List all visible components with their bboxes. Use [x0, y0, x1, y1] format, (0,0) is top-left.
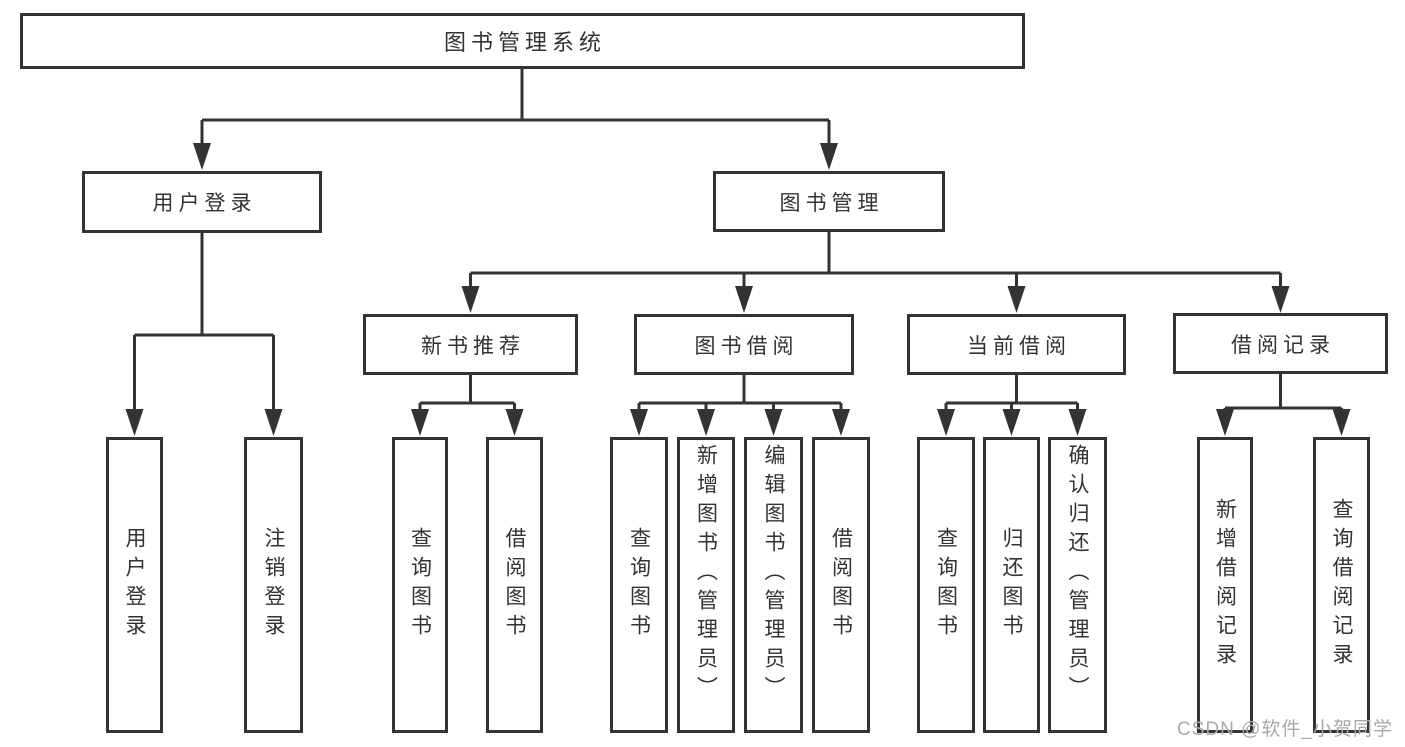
- leaf-borrow-borrow-books: 借阅图书: [812, 437, 870, 733]
- leaf-label: 编辑图书（管理员）: [762, 444, 785, 705]
- leaf-borrow-add-books-admin: 新增图书（管理员）: [677, 437, 735, 733]
- leaf-label: 查询图书: [934, 527, 958, 643]
- leaf-borrow-edit-books-admin: 编辑图书（管理员）: [744, 437, 803, 733]
- node-book-management: 图书管理: [713, 171, 945, 232]
- leaf-newrec-borrow-books: 借阅图书: [486, 437, 543, 733]
- arrowhead-icons: [125, 143, 1351, 436]
- node-root-system: 图书管理系统: [20, 13, 1025, 69]
- leaf-records-query-record: 查询借阅记录: [1313, 437, 1370, 733]
- csdn-watermark: CSDN @软件_小贺同学: [1177, 719, 1393, 740]
- leaf-records-add-record: 新增借阅记录: [1197, 437, 1253, 733]
- leaf-label: 注销登录: [262, 527, 285, 643]
- leaf-user-login: 用户登录: [106, 437, 163, 733]
- leaf-label: 用户登录: [123, 527, 146, 643]
- leaf-current-confirm-return-admin: 确认归还（管理员）: [1048, 437, 1107, 733]
- leaf-newrec-query-books: 查询图书: [392, 437, 448, 733]
- leaf-label: 借阅图书: [829, 527, 853, 643]
- leaf-current-query-books: 查询图书: [917, 437, 975, 733]
- node-new-book-recommend: 新书推荐: [363, 314, 578, 375]
- leaf-label: 归还图书: [1000, 527, 1023, 643]
- node-user-login: 用户登录: [82, 171, 322, 233]
- leaf-label: 查询图书: [627, 527, 651, 643]
- leaf-label: 借阅图书: [503, 527, 526, 643]
- leaf-label: 新增借阅记录: [1213, 498, 1237, 672]
- node-current-borrow: 当前借阅: [907, 314, 1126, 375]
- leaf-label: 查询图书: [408, 527, 432, 643]
- leaf-label: 新增图书（管理员）: [694, 444, 718, 705]
- leaf-label: 查询借阅记录: [1330, 498, 1353, 672]
- leaf-label: 确认归还（管理员）: [1066, 444, 1089, 705]
- leaf-borrow-query-books: 查询图书: [610, 437, 668, 733]
- leaf-current-return-books: 归还图书: [983, 437, 1040, 733]
- node-book-borrow: 图书借阅: [634, 314, 854, 375]
- leaf-logout: 注销登录: [244, 437, 303, 733]
- node-borrow-records: 借阅记录: [1173, 313, 1388, 374]
